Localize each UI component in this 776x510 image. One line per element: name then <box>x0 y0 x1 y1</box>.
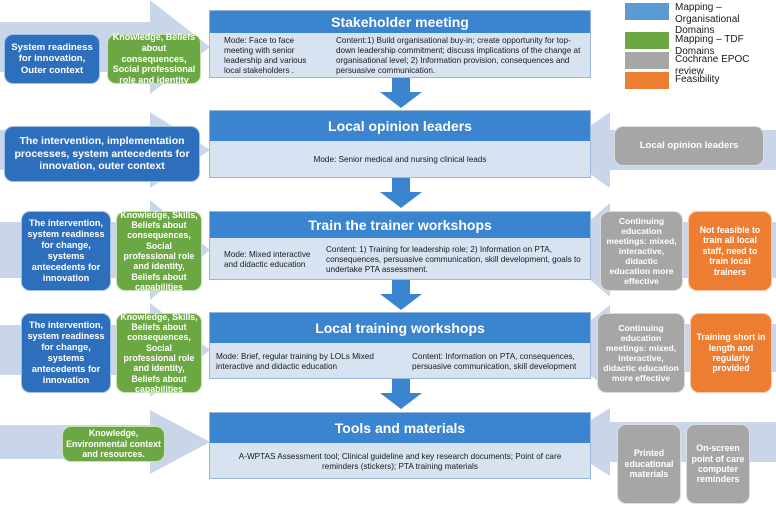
epoc-box-4: Continuing education meetings: mixed, in… <box>597 313 685 393</box>
stage-local-opinion-leaders: Local opinion leaders Mode: Senior medic… <box>209 110 591 178</box>
org-domain-box-3: The intervention, system readiness for c… <box>21 211 111 291</box>
down-arrow-1 <box>380 78 422 108</box>
stage-title: Stakeholder meeting <box>210 11 590 33</box>
down-arrow-2 <box>380 178 422 208</box>
stage-stakeholder-meeting: Stakeholder meeting Mode: Face to face m… <box>209 10 591 78</box>
down-arrow-4 <box>380 379 422 409</box>
legend-swatch-tdf <box>625 32 669 49</box>
down-arrow-3 <box>380 280 422 310</box>
org-domain-box-2: The intervention, implementation process… <box>4 126 200 182</box>
legend-swatch-feasibility <box>625 72 669 89</box>
feasibility-box-4: Training short in length and regularly p… <box>690 313 772 393</box>
stage-mode: Mode: Face to face meeting with senior l… <box>224 36 307 75</box>
legend-label: Mapping – TDF Domains <box>675 34 744 57</box>
legend-label: Cochrane EPOC review <box>675 54 750 77</box>
stage-tools-and-materials: Tools and materials A-WPTAS Assessment t… <box>209 412 591 479</box>
feasibility-box-3: Not feasible to train all local staff, n… <box>688 211 772 291</box>
legend-swatch-organisational <box>625 3 669 20</box>
tdf-domain-box-3: Knowledge, Skills, Beliefs about consequ… <box>116 210 202 292</box>
stage-content: Content: Information on PTA, consequence… <box>412 352 577 371</box>
stage-title: Local training workshops <box>210 313 590 343</box>
stage-title: Train the trainer workshops <box>210 212 590 238</box>
legend-swatch-epoc <box>625 52 669 69</box>
epoc-box-5b: On-screen point of care computer reminde… <box>686 424 750 504</box>
stage-local-training-workshops: Local training workshops Mode: Brief, re… <box>209 312 591 379</box>
epoc-box-2: Local opinion leaders <box>614 126 764 166</box>
tdf-domain-box-4: Knowledge, Skills, Beliefs about consequ… <box>116 312 202 394</box>
legend-label: Feasibility <box>675 74 720 85</box>
stage-content: Content:1) Build organisational buy-in; … <box>336 36 581 75</box>
stage-mode: Mode: Senior medical and nursing clinica… <box>313 155 487 165</box>
legend: Mapping – Organisational Domains Mapping… <box>625 0 775 96</box>
epoc-box-5a: Printed educational materials <box>617 424 681 504</box>
stage-title: Local opinion leaders <box>210 111 590 141</box>
epoc-box-3: Continuing education meetings: mixed, in… <box>600 211 683 291</box>
stage-mode: A-WPTAS Assessment tool; Clinical guidel… <box>238 452 562 471</box>
stage-train-the-trainer: Train the trainer workshops Mode: Mixed … <box>209 211 591 280</box>
tdf-domain-box-5: Knowledge, Environmental context and res… <box>62 426 165 462</box>
stage-mode: Mode: Brief, regular training by LOLs Mi… <box>216 352 374 371</box>
legend-label: Mapping – Organisational Domains <box>675 2 740 36</box>
stage-mode: Mode: Mixed interactive and didactic edu… <box>224 250 311 269</box>
tdf-domain-box-1: Knowledge, Beliefs about consequences, S… <box>107 32 201 85</box>
stage-title: Tools and materials <box>210 413 590 443</box>
org-domain-box-1: System readiness for innovation, Outer c… <box>4 34 100 84</box>
org-domain-box-4: The intervention, system readiness for c… <box>21 313 111 393</box>
stage-content: Content: 1) Training for leadership role… <box>326 245 581 274</box>
